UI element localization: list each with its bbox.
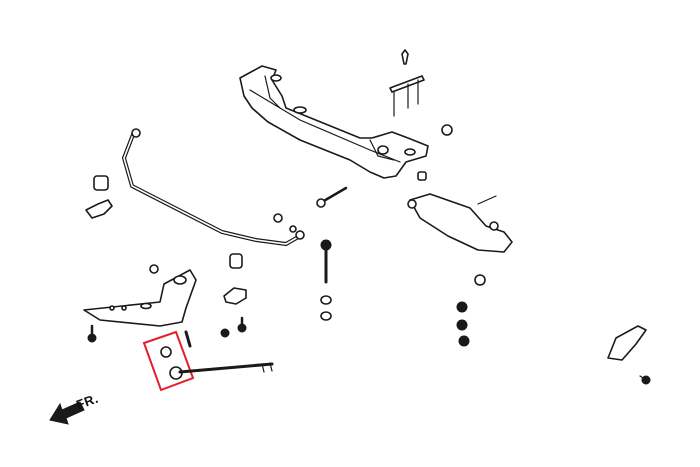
washer [289,225,297,233]
collar [417,171,427,181]
control-arm [407,193,513,253]
bushing [458,335,470,347]
tension-rod-bushings-highlight [142,330,195,392]
mount-bolt [87,324,97,343]
bushing [474,274,486,286]
crossmember-bolt [316,186,348,208]
front-direction-arrow-icon [49,401,85,425]
bushing-nut [441,124,453,136]
stabilizer-bushing-right [229,253,243,269]
stabilizer-bracket-right [223,287,247,305]
crossmember [239,65,429,179]
splash-guard-bracket [607,325,651,385]
transverse-link-bracket [83,269,197,327]
tension-rod [178,362,274,374]
stabilizer-end-link [320,239,332,321]
bolt [184,330,192,348]
anti-roll-bar [121,128,305,247]
bushing [456,301,468,313]
crossmember-bracket [389,49,425,117]
stabilizer-bushing-left [93,175,109,191]
stabilizer-bracket-left [85,199,113,219]
mount-bolt [237,316,247,333]
nut [220,328,230,338]
washer [273,213,283,223]
washer [149,264,159,274]
bushing [456,319,468,331]
